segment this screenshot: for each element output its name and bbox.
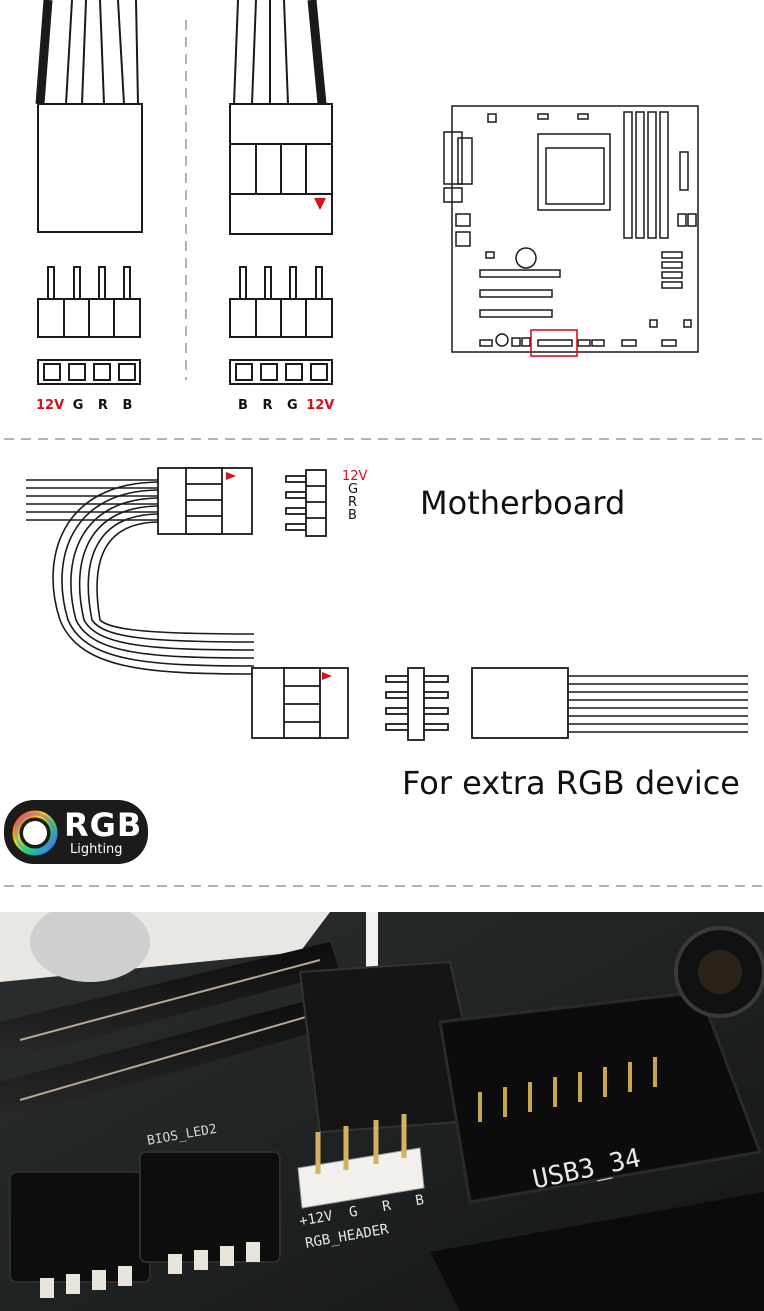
header-pin-label-4: B bbox=[348, 508, 357, 523]
connector-diagram-top bbox=[4, 0, 764, 440]
header-pin-labels: 12V G R B bbox=[342, 470, 367, 522]
right-pin-label-4: 12V bbox=[306, 398, 335, 413]
motherboard-label: Motherboard bbox=[420, 484, 626, 522]
left-pin-labels: 12V G R B bbox=[36, 398, 132, 413]
header-pin-label-3: R bbox=[348, 495, 358, 510]
extra-device-wires bbox=[568, 675, 748, 733]
right-pin-labels: B R G 12V bbox=[238, 398, 334, 413]
motherboard-schematic bbox=[443, 105, 699, 353]
rgb-header-photo bbox=[297, 1114, 425, 1209]
header-pin-label-1: 12V bbox=[342, 469, 368, 484]
right-pin-header bbox=[229, 266, 333, 338]
left-pin-label-2: G bbox=[72, 398, 84, 413]
right-pin-label-1: B bbox=[238, 398, 248, 413]
motherboard-photo-art bbox=[0, 912, 764, 1311]
splitter-diagram bbox=[26, 467, 748, 741]
bios-chips bbox=[9, 1151, 281, 1298]
right-pin-label-3: G bbox=[287, 398, 298, 413]
separator-2 bbox=[4, 885, 764, 887]
motherboard-photo: +12V G R B RGB_HEADER USB3_34 BIOS_LED2 bbox=[0, 912, 764, 1311]
pin1-arrow-icon bbox=[314, 198, 326, 210]
top-pin1-arrow-icon bbox=[226, 472, 236, 480]
badge-subtitle: Lighting bbox=[70, 842, 123, 857]
header-pin-label-2: G bbox=[348, 482, 359, 497]
right-pin-label-2: R bbox=[262, 398, 273, 413]
rgb-ring-icon bbox=[12, 810, 58, 856]
left-pin-label-3: R bbox=[97, 398, 108, 413]
usb3-header bbox=[438, 990, 763, 1204]
right-connector-housing bbox=[229, 103, 333, 235]
splitter-cable-wires bbox=[26, 479, 255, 675]
pcie-slots bbox=[0, 942, 350, 1122]
left-pin-label-1: 12V bbox=[36, 398, 65, 413]
extra-device-label: For extra RGB device bbox=[402, 764, 740, 802]
splitter-bottom-connector bbox=[251, 667, 349, 739]
left-pin-label-4: B bbox=[122, 398, 133, 413]
left-pin-header bbox=[37, 266, 141, 338]
right-pin-socket bbox=[229, 359, 333, 385]
right-connector-cable bbox=[233, 0, 327, 105]
left-pin-socket bbox=[37, 359, 141, 385]
rgb-lighting-badge: RGB Lighting bbox=[4, 800, 148, 864]
badge-title: RGB bbox=[64, 806, 143, 844]
left-connector-housing bbox=[37, 103, 143, 233]
extra-device-connector bbox=[471, 667, 569, 739]
left-connector-cable bbox=[35, 0, 139, 105]
splitter-header-pins bbox=[285, 469, 327, 537]
bottom-pin1-arrow-icon bbox=[322, 672, 332, 680]
rgb-header-highlight bbox=[530, 329, 578, 357]
splitter-top-connector bbox=[157, 467, 253, 535]
male-male-adapter bbox=[385, 667, 449, 741]
